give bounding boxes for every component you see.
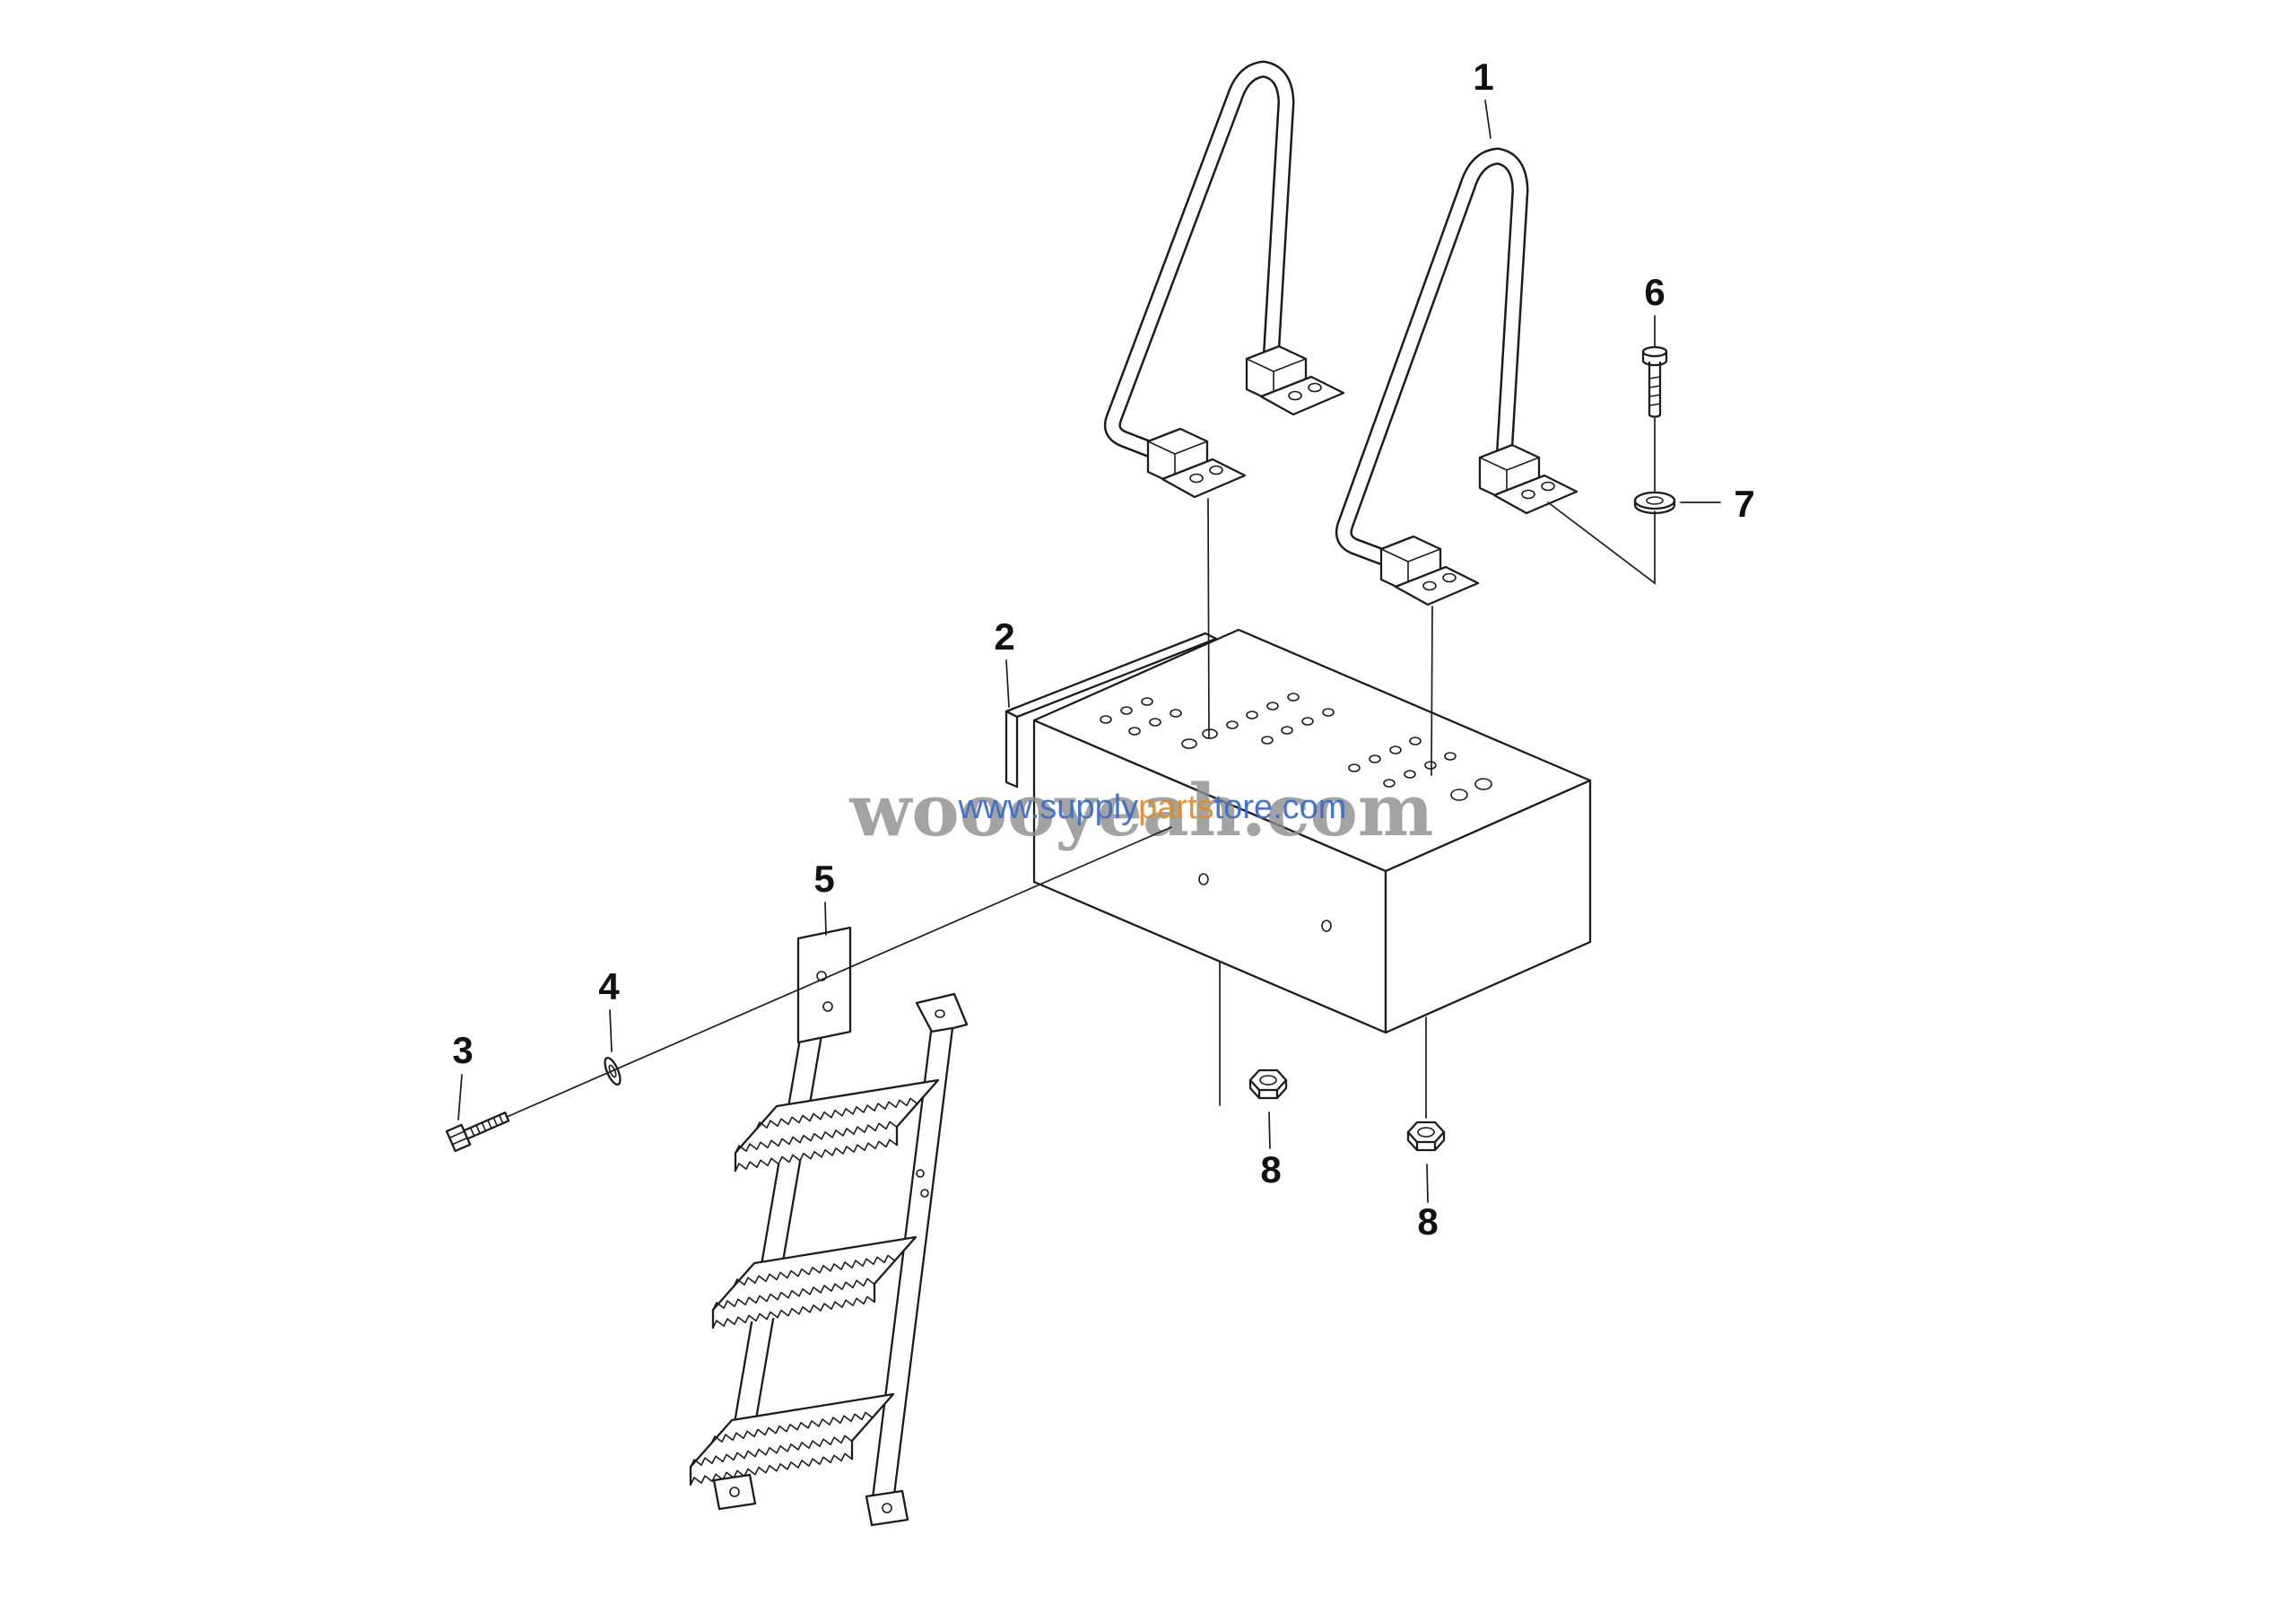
- leader-line-1: [1484, 100, 1492, 139]
- leader-line-3: [457, 1074, 463, 1121]
- leader-line-2: [1005, 659, 1010, 708]
- mounting-holes-front: [1198, 873, 1332, 932]
- callout-label-6: 6: [1644, 271, 1665, 313]
- nut-item-8-right: [1406, 1121, 1446, 1152]
- callout-label-5: 5: [813, 858, 834, 900]
- nut-item-8-front: [1248, 1068, 1288, 1100]
- step-box-right-face: [1384, 779, 1592, 1034]
- leader-lines: [457, 100, 1721, 1203]
- leader-line-4: [609, 1009, 613, 1052]
- leader-line-8-front: [1268, 1112, 1271, 1149]
- assembly-line-handrail-right: [1431, 606, 1433, 776]
- mounting-holes-top: [1100, 693, 1492, 801]
- callout-label-1: 1: [1473, 56, 1493, 98]
- watermark: woooyeah.com www.supplypartstore.com: [849, 768, 1434, 852]
- assembly-line-handrail-left: [1207, 498, 1210, 738]
- bolt-item-6: [1641, 345, 1668, 418]
- handrail-right: [1335, 147, 1578, 606]
- retainer-strip: [1004, 632, 1218, 789]
- leader-line-8-right: [1426, 1164, 1429, 1203]
- callout-label-8-right: 8: [1417, 1200, 1438, 1243]
- watermark-secondary: www.supplypartstore.com: [958, 789, 1347, 826]
- ladder-left-foot: [712, 1473, 757, 1511]
- callout-label-4: 4: [598, 965, 620, 1007]
- ladder-right-foot: [865, 1489, 909, 1527]
- step-box: [1032, 628, 1592, 1034]
- callout-label-3: 3: [452, 1029, 473, 1071]
- access-ladder: [689, 926, 969, 1527]
- callouts: 1 2 3 4 5 6 7 8 8: [452, 56, 1754, 1243]
- bolt-item-3: [445, 1112, 510, 1153]
- ladder-right-rail-tab: [915, 992, 969, 1035]
- handrail-left: [1103, 60, 1345, 499]
- callout-label-2: 2: [994, 615, 1014, 658]
- leader-line-5: [824, 902, 827, 936]
- callout-label-8-front: 8: [1260, 1148, 1281, 1190]
- assembly-line-bolt-3: [506, 826, 1172, 1118]
- ladder-mounting-bracket: [796, 926, 852, 1044]
- callout-label-7: 7: [1734, 483, 1754, 525]
- assembly-line-bolt-6: [1547, 417, 1656, 585]
- watermark-primary: woooyeah.com: [849, 768, 1434, 852]
